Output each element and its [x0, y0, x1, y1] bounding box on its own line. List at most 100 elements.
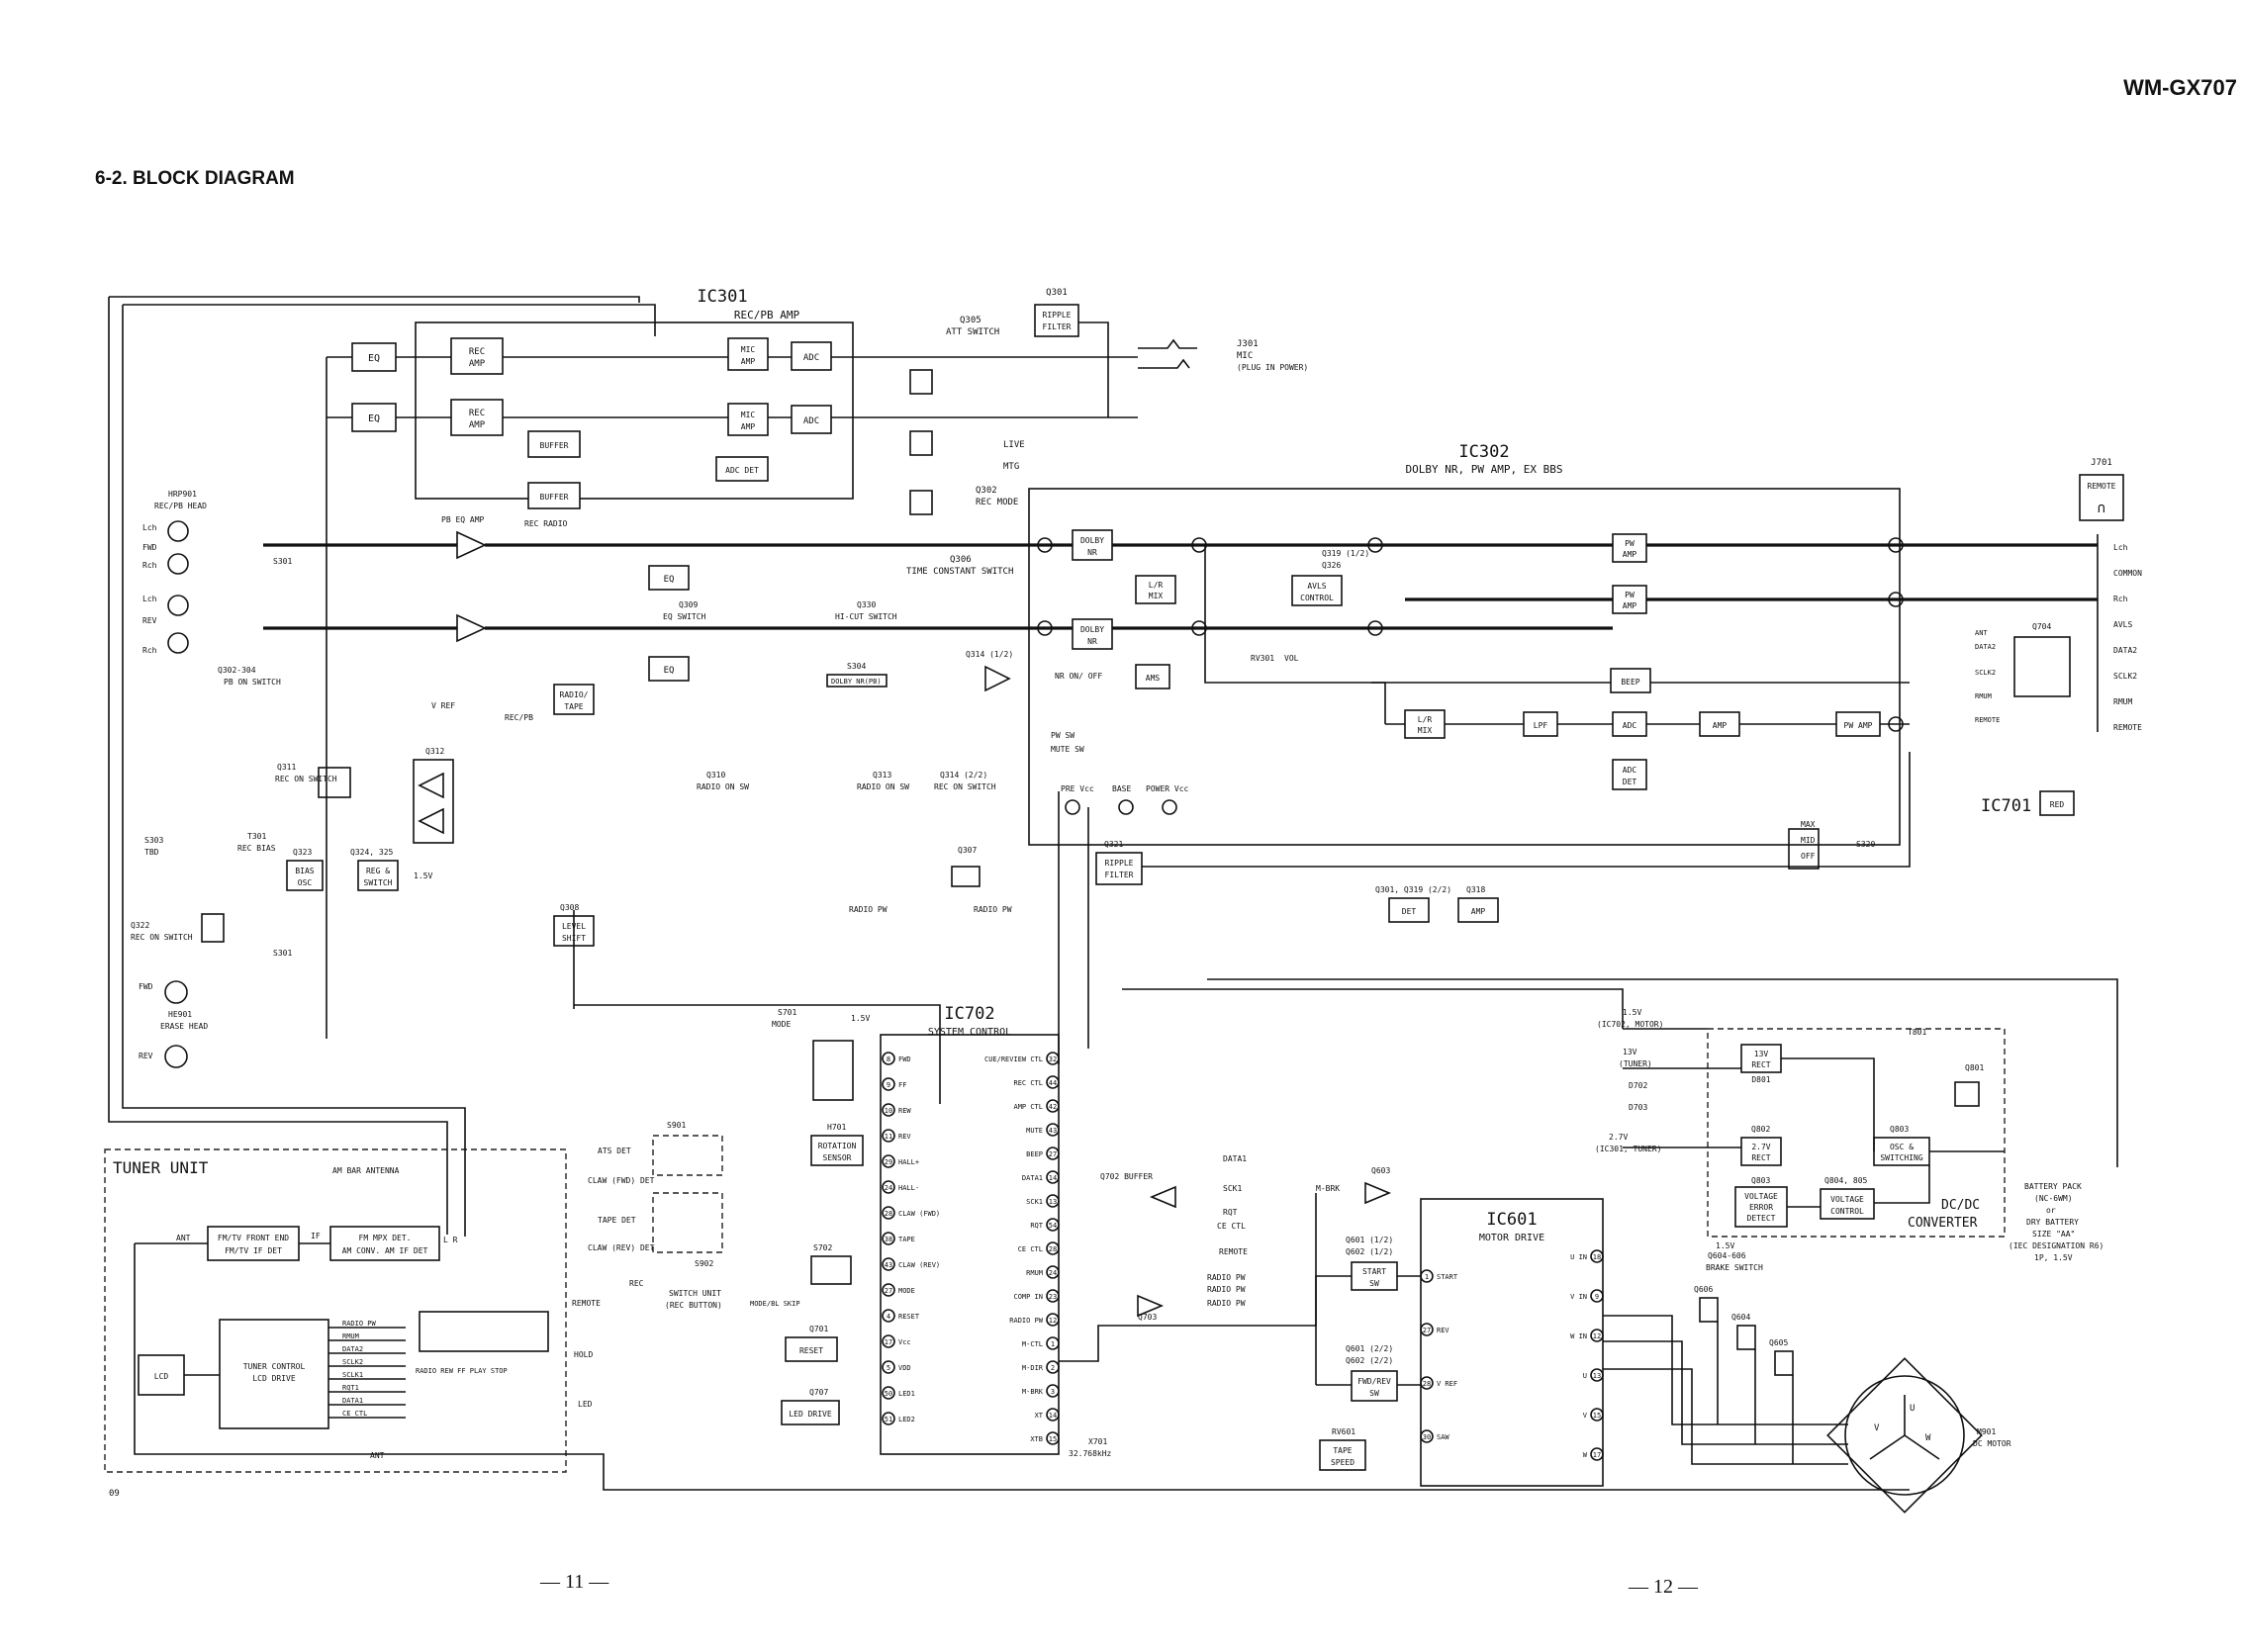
svg-text:V: V — [1874, 1423, 1880, 1433]
svg-text:AMP: AMP — [1713, 721, 1728, 730]
tbd-label: TBD — [144, 848, 159, 857]
ic601-pin-label: W IN — [1570, 1332, 1587, 1340]
ic702-pin-circle — [882, 1360, 895, 1374]
q311-switch — [318, 767, 351, 798]
svg-text:HE901: HE901 — [168, 1010, 192, 1019]
svg-text:REV: REV — [139, 1052, 153, 1060]
svg-text:SIZE "AA": SIZE "AA" — [2032, 1230, 2075, 1239]
q601-label: Q601 (1/2) — [1346, 1236, 1393, 1244]
svg-text:CE CTL: CE CTL — [1217, 1222, 1246, 1231]
q606-switch — [1699, 1297, 1719, 1323]
q602b-label: Q602 (2/2) — [1346, 1356, 1393, 1365]
rect-13v: 13V RECT D801 — [1740, 1044, 1782, 1084]
svg-text:VOLTAGE: VOLTAGE — [1744, 1192, 1778, 1201]
q704-block — [2013, 636, 2071, 697]
svg-text:RQT: RQT — [1223, 1208, 1238, 1217]
svg-text:REC: REC — [469, 409, 485, 418]
svg-text:L/R: L/R — [1149, 581, 1164, 590]
remote-bus: REMOTE — [1975, 716, 2000, 724]
v27-power: 2.7V — [1609, 1133, 1628, 1142]
svg-text:LCD DRIVE: LCD DRIVE — [252, 1374, 296, 1383]
ic601-pin-circle — [1420, 1323, 1434, 1336]
tuner-signal-label: SCLK1 — [342, 1371, 363, 1379]
buffer-1: BUFFER — [527, 430, 581, 458]
q318-label: Q318 — [1466, 885, 1485, 894]
svg-text:CONTROL: CONTROL — [1830, 1207, 1864, 1216]
q313-label: Q313 — [873, 771, 891, 780]
x701-freq: 32.768kHz — [1069, 1449, 1112, 1458]
ic702-pin-circle — [1046, 1289, 1060, 1303]
svg-text:PW: PW — [1625, 591, 1635, 599]
q602-label: Q602 (1/2) — [1346, 1247, 1393, 1256]
ic702-pin-number: 42 — [1049, 1103, 1057, 1111]
svg-text:TUNER CONTROL: TUNER CONTROL — [243, 1362, 306, 1371]
svg-text:AVLS: AVLS — [1307, 582, 1326, 591]
svg-text:(REC BUTTON): (REC BUTTON) — [665, 1301, 722, 1310]
ic702-pin-number: 43 — [885, 1261, 892, 1269]
ic601-pin-label: START — [1437, 1273, 1458, 1281]
dc-motor: V U W M901 DC MOTOR — [1826, 1357, 2011, 1514]
svg-text:(PLUG IN POWER): (PLUG IN POWER) — [1237, 363, 1308, 372]
q319-label: Q319 (1/2) — [1322, 549, 1369, 558]
ic601-pin-circle — [1590, 1329, 1604, 1342]
svg-text:ADC DET: ADC DET — [725, 466, 759, 475]
lpf-block: LPF — [1523, 711, 1558, 737]
svg-text:MIC: MIC — [741, 345, 756, 354]
svg-text:FM MPX DET.: FM MPX DET. — [359, 1234, 412, 1242]
jack-rch: Rch — [2113, 595, 2128, 603]
q702-triangle — [1149, 1185, 1176, 1209]
svg-text:AMP: AMP — [741, 422, 756, 431]
ic702-pin-circle — [1046, 1123, 1060, 1137]
ic702-pin-label: CUE/REVIEW CTL — [984, 1055, 1043, 1063]
q703-triangle — [1137, 1294, 1165, 1318]
q312-label: Q312 — [425, 747, 444, 756]
lch-2: Lch — [142, 595, 157, 603]
q307-switch — [951, 866, 981, 887]
svg-text:ATS DET: ATS DET — [598, 1147, 631, 1155]
ic702-pin-number: 24 — [885, 1184, 892, 1192]
rec-amp-1: REC AMP — [450, 337, 504, 375]
sclk2-bus: SCLK2 — [1975, 669, 1996, 677]
ic702-pin-circle — [882, 1077, 895, 1091]
svg-text:U: U — [1910, 1404, 1915, 1414]
page-number-right: — 12 — — [1629, 1576, 1698, 1598]
buffer-2: BUFFER — [527, 482, 581, 509]
ic702-pin-label: SCK1 — [1026, 1198, 1043, 1206]
ic702-pin-circle — [882, 1232, 895, 1245]
q302-label: Q302 — [976, 486, 997, 496]
ic701-name: IC701 — [1981, 796, 2031, 816]
q605-switch — [1774, 1350, 1794, 1376]
ic702-pin-label: FF — [898, 1081, 906, 1089]
svg-text:EQ: EQ — [664, 575, 675, 585]
ic702-pin-number: 15 — [1049, 1435, 1057, 1443]
ic601-pin-circle — [1590, 1368, 1604, 1382]
ic702-pin-circle — [882, 1206, 895, 1220]
q330-label: Q330 — [857, 600, 876, 609]
svg-text:DOLBY: DOLBY — [1080, 625, 1104, 634]
svg-text:W: W — [1925, 1433, 1931, 1443]
svg-text:RADIO PW: RADIO PW — [1207, 1299, 1246, 1308]
ic301-name: IC301 — [697, 287, 747, 307]
ic702-pin-number: 27 — [885, 1287, 892, 1295]
svg-text:DC MOTOR: DC MOTOR — [1973, 1439, 2011, 1448]
ic601-pin-label: U — [1583, 1372, 1587, 1380]
svg-text:DOLBY NR(PB): DOLBY NR(PB) — [831, 678, 882, 686]
rec-bias-label: REC BIAS — [237, 844, 276, 853]
tuner-unit-outline — [104, 1148, 567, 1473]
ic702-pin-label: MUTE — [1026, 1127, 1043, 1135]
ic702-pin-circle — [882, 1052, 895, 1065]
svg-text:S301: S301 — [273, 949, 292, 958]
ic601-pin-label: V — [1583, 1412, 1588, 1420]
svg-text:ROTATION: ROTATION — [818, 1142, 857, 1150]
head-coils — [167, 520, 189, 654]
svg-text:PW: PW — [1625, 539, 1635, 548]
svg-text:RESET: RESET — [799, 1346, 823, 1355]
q321-label: Q321 — [1104, 840, 1123, 849]
adc-1: ADC — [791, 341, 832, 371]
svg-text:ADC: ADC — [803, 353, 819, 363]
lcd-block: LCD — [138, 1354, 185, 1396]
pw-sw-label: PW SW — [1051, 731, 1075, 740]
head-label: HRP901 — [168, 490, 197, 499]
ic702-pin-number: 17 — [885, 1338, 892, 1346]
